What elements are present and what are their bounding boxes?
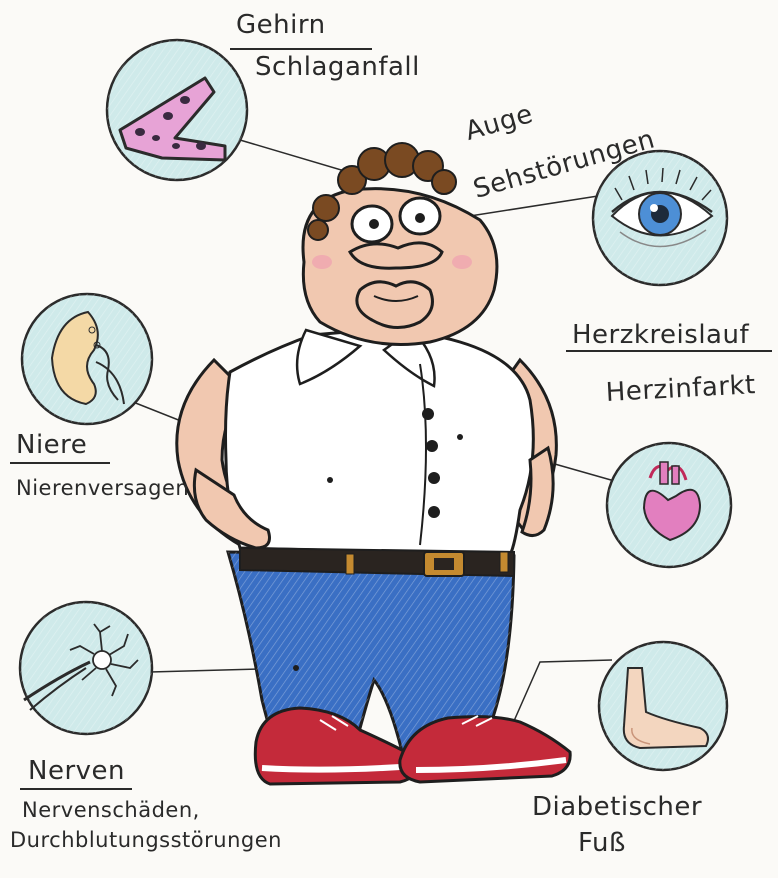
label-foot-title-line2: Fuß [578,828,626,858]
underline-nerves [20,788,132,790]
eye-circle [593,151,727,285]
label-brain-title: Gehirn [236,10,326,40]
label-nerves-condition-line2: Durchblutungsstörungen [10,828,282,852]
underline-brain [230,48,372,50]
label-nerves-condition-line1: Nervenschäden, [22,798,200,822]
label-foot-title: Diabetischer [532,792,702,822]
label-heart-title: Herzkreislauf [572,320,749,350]
label-brain-condition: Schlaganfall [255,52,420,82]
label-nerves-title: Nerven [28,756,125,786]
label-kidney-condition: Nierenversagen [16,476,189,500]
belt [240,548,514,576]
heart-circle [607,443,731,567]
foot-circle [599,642,727,770]
label-kidney-title: Niere [16,430,87,460]
brain-circle [107,40,247,180]
character-figure [177,143,570,784]
connector-foot [510,660,612,730]
nerves-circle [20,602,152,734]
underline-heart [566,350,772,352]
underline-kidney [10,462,110,464]
shirt [226,330,534,555]
kidney-circle [22,294,152,424]
